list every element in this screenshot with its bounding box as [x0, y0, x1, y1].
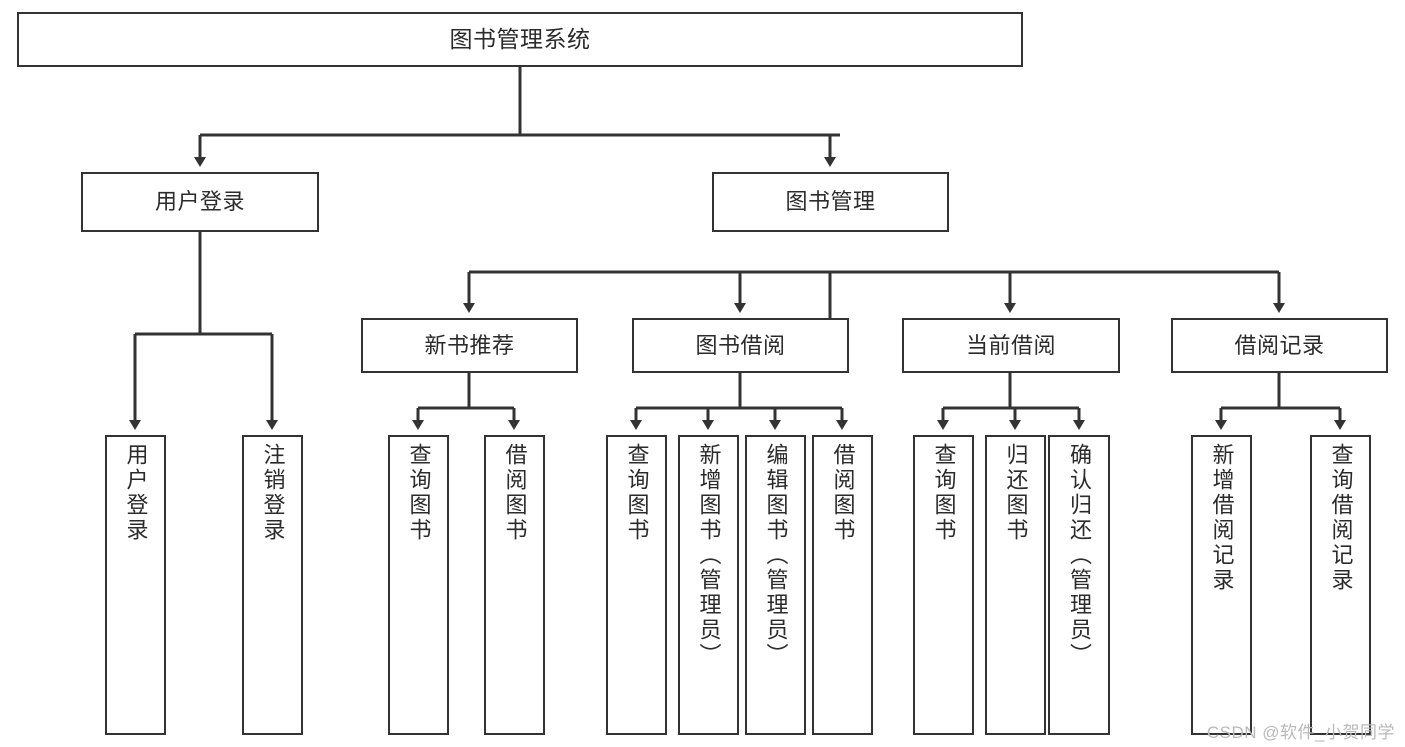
leaf-add-book-admin[interactable]: 新增图书（管理员）: [678, 435, 739, 735]
leaf-add-book-admin-label: 新增图书（管理员）: [696, 443, 722, 668]
node-current-borrow-label: 当前借阅: [965, 332, 1056, 358]
node-root[interactable]: 图书管理系统: [17, 12, 1023, 67]
leaf-return-book-label: 归还图书: [1003, 443, 1029, 543]
leaf-borrow-book-new[interactable]: 借阅图书: [484, 435, 545, 735]
node-borrow-record-label: 借阅记录: [1234, 332, 1325, 358]
node-borrow-record[interactable]: 借阅记录: [1171, 318, 1388, 373]
watermark-text: CSDN @软件_小贺同学: [1206, 723, 1395, 742]
leaf-query-borrow-record-label: 查询借阅记录: [1328, 443, 1354, 593]
node-root-label: 图书管理系统: [449, 25, 591, 52]
leaf-query-book-current[interactable]: 查询图书: [913, 435, 974, 735]
node-book-borrow-label: 图书借阅: [695, 332, 786, 358]
leaf-query-book-borrow[interactable]: 查询图书: [606, 435, 667, 735]
leaf-edit-book-admin-label: 编辑图书（管理员）: [763, 443, 789, 668]
leaf-add-borrow-record-label: 新增借阅记录: [1209, 443, 1235, 593]
leaf-logout[interactable]: 注销登录: [242, 435, 303, 735]
leaf-add-borrow-record[interactable]: 新增借阅记录: [1191, 435, 1252, 735]
leaf-user-login-label: 用户登录: [123, 443, 149, 543]
leaf-borrow-book-label: 借阅图书: [830, 443, 856, 543]
node-book-management[interactable]: 图书管理: [712, 172, 949, 232]
leaf-query-borrow-record[interactable]: 查询借阅记录: [1310, 435, 1371, 735]
leaf-return-book[interactable]: 归还图书: [985, 435, 1046, 735]
leaf-query-book-new[interactable]: 查询图书: [388, 435, 449, 735]
node-user-login-label: 用户登录: [154, 189, 245, 215]
leaf-confirm-return-admin[interactable]: 确认归还（管理员）: [1048, 435, 1110, 735]
node-new-book-recommend[interactable]: 新书推荐: [361, 318, 578, 373]
leaf-query-book-new-label: 查询图书: [406, 443, 432, 543]
leaf-logout-label: 注销登录: [260, 443, 286, 543]
leaf-query-book-borrow-label: 查询图书: [624, 443, 650, 543]
node-user-login[interactable]: 用户登录: [81, 172, 319, 232]
node-book-borrow[interactable]: 图书借阅: [632, 318, 849, 373]
leaf-edit-book-admin[interactable]: 编辑图书（管理员）: [745, 435, 806, 735]
leaf-borrow-book[interactable]: 借阅图书: [812, 435, 873, 735]
node-new-book-recommend-label: 新书推荐: [424, 332, 515, 358]
leaf-confirm-return-admin-label: 确认归还（管理员）: [1067, 443, 1092, 668]
node-book-management-label: 图书管理: [785, 189, 876, 215]
leaf-query-book-current-label: 查询图书: [931, 443, 957, 543]
node-current-borrow[interactable]: 当前借阅: [902, 318, 1120, 373]
leaf-user-login[interactable]: 用户登录: [105, 435, 166, 735]
leaf-borrow-book-new-label: 借阅图书: [502, 443, 528, 543]
